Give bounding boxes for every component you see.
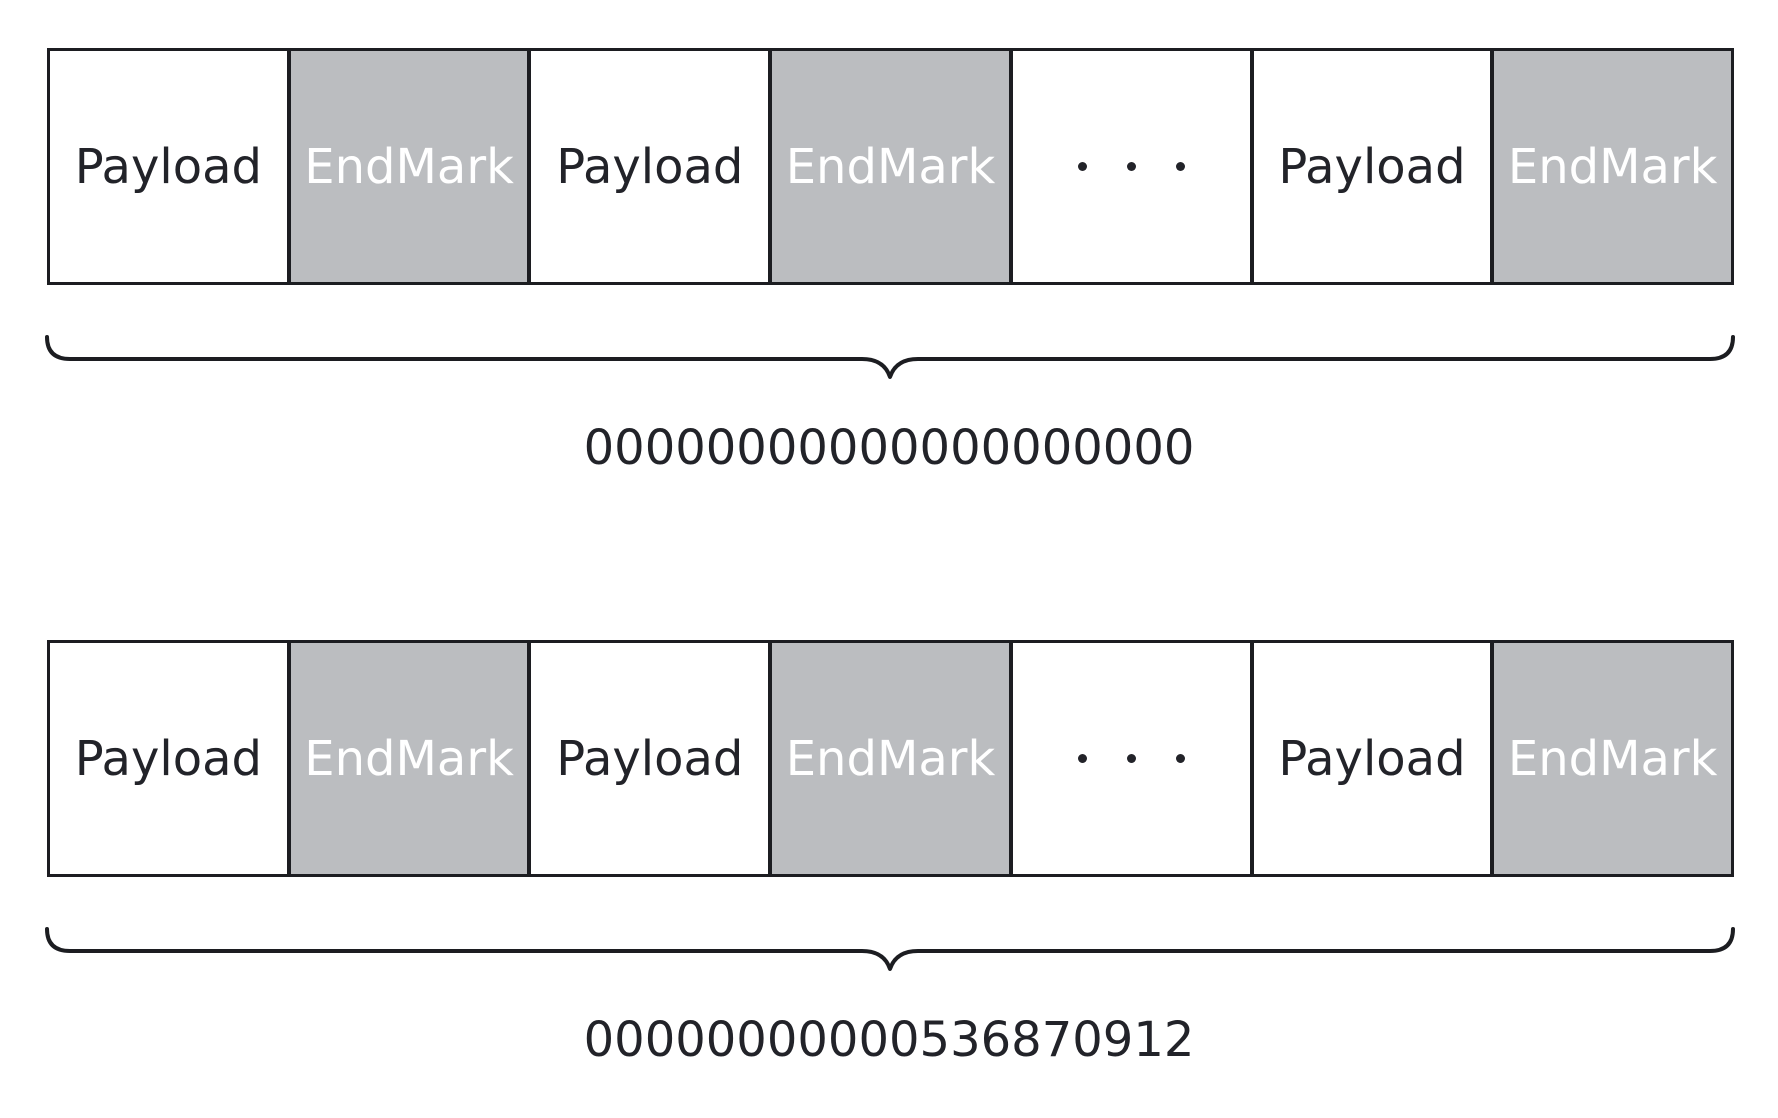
curly-brace-2 <box>45 927 1735 971</box>
curly-brace-1 <box>45 335 1735 379</box>
segment-row-2: Payload EndMark Payload EndMark Payload … <box>47 640 1734 877</box>
ellipsis-icon <box>1077 754 1185 763</box>
payload-block: Payload <box>1249 643 1491 874</box>
offset-value-2: 00000000000536870912 <box>583 1012 1195 1068</box>
endmark-block: EndMark <box>1490 51 1732 282</box>
endmark-block: EndMark <box>286 643 528 874</box>
payload-block: Payload <box>1249 51 1491 282</box>
endmark-block: EndMark <box>286 51 528 282</box>
ellipsis-block <box>1008 51 1250 282</box>
endmark-block: EndMark <box>1490 643 1732 874</box>
payload-block: Payload <box>74 138 262 195</box>
ellipsis-block <box>1008 643 1250 874</box>
payload-block: Payload <box>527 643 768 874</box>
payload-block: Payload <box>527 51 768 282</box>
ellipsis-icon <box>1077 162 1185 171</box>
segment-row-1: Payload EndMark Payload EndMark Payload … <box>47 48 1734 285</box>
endmark-block: EndMark <box>768 51 1009 282</box>
payload-block: Payload <box>74 730 262 787</box>
endmark-block: EndMark <box>768 643 1009 874</box>
offset-value-1: 00000000000000000000 <box>583 420 1195 476</box>
